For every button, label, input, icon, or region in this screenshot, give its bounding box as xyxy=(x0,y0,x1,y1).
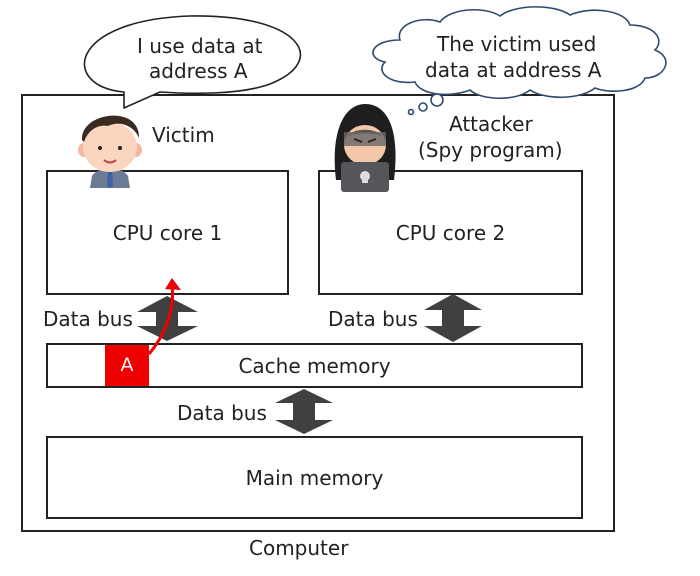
data-bus-label-bottom: Data bus xyxy=(177,401,267,425)
access-arrow-line xyxy=(147,285,175,355)
main-memory-label: Main memory xyxy=(245,465,384,490)
computer-label: Computer xyxy=(249,536,349,560)
attacker-thought-cloud xyxy=(372,6,667,116)
attacker-sublabel: (Spy program) xyxy=(418,138,563,162)
victim-label: Victim xyxy=(152,123,215,147)
victim-speech-line-2: address A xyxy=(149,59,248,83)
bus-arrow-bottom xyxy=(275,389,333,434)
victim-character-icon xyxy=(78,115,142,188)
cpu-core-1-label: CPU core 1 xyxy=(112,220,223,245)
attacker-label: Attacker xyxy=(449,112,533,136)
attacker-thought-line-2: data at address A xyxy=(425,58,602,82)
bus-arrow-right xyxy=(424,294,482,342)
cpu-core-2-label: CPU core 2 xyxy=(395,220,506,245)
victim-speech-line-1: I use data at xyxy=(137,34,263,58)
attacker-character-icon xyxy=(334,104,396,192)
main-memory-box: Main memory xyxy=(46,436,583,519)
cache-line-a: A xyxy=(105,345,149,386)
cache-memory-label: Cache memory xyxy=(238,353,391,378)
victim-speech-bubble xyxy=(83,15,301,109)
attacker-thought-line-1: The victim used xyxy=(437,32,597,56)
data-bus-label-right: Data bus xyxy=(328,307,418,331)
data-bus-label-left: Data bus xyxy=(43,307,133,331)
cpu-core-1-box: CPU core 1 xyxy=(46,170,289,295)
access-arrow-head xyxy=(165,278,181,290)
